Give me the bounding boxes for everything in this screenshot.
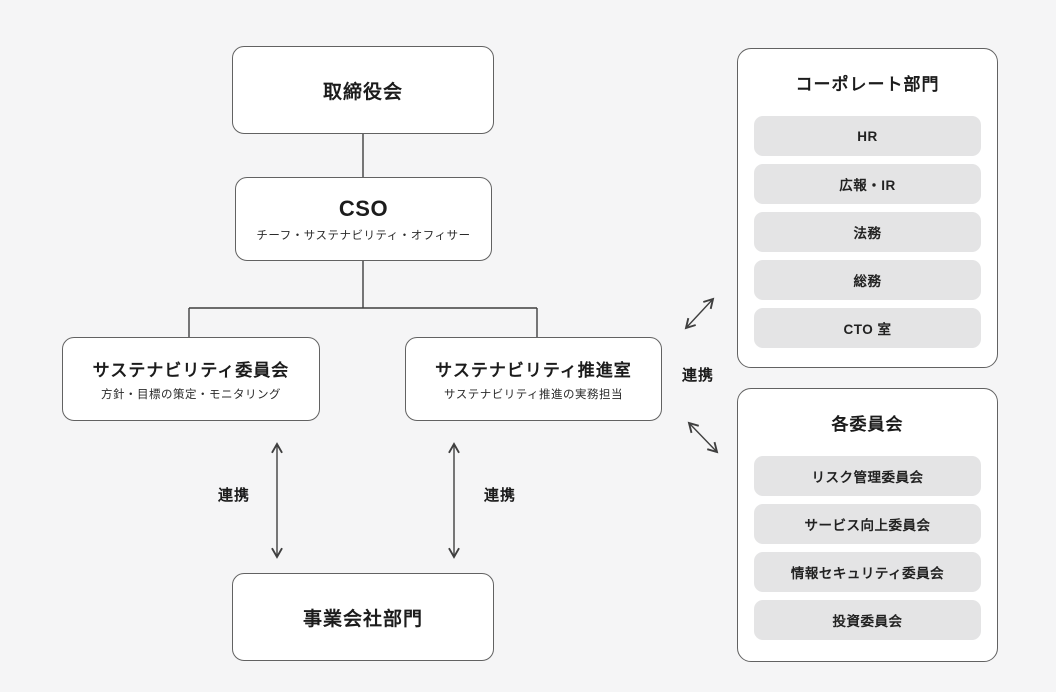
corporate-item-legal: 法務: [754, 212, 981, 252]
committees-panel-title: 各委員会: [831, 415, 904, 434]
link-label-office-side: 連携: [681, 367, 714, 384]
corporate-item-pr-ir: 広報・IR: [754, 164, 981, 204]
link-label-committee-business: 連携: [217, 487, 250, 504]
committee-item-service-improvement: サービス向上委員会: [754, 504, 981, 544]
sustainability-office-box: サステナビリティ推進室 サステナビリティ推進の実務担当: [405, 337, 662, 421]
committee-item-investment: 投資委員会: [754, 600, 981, 640]
board-of-directors-box: 取締役会: [232, 46, 494, 134]
bidirectional-arrow-office-corporate: [684, 297, 715, 330]
business-division-title: 事業会社部門: [302, 608, 423, 630]
corporate-division-panel: コーポレート部門 HR 広報・IR 法務 総務 CTO 室: [737, 48, 998, 368]
committee-item-information-security: 情報セキュリティ委員会: [754, 552, 981, 592]
business-division-box: 事業会社部門: [232, 573, 494, 661]
sustainability-committee-title: サステナビリティ委員会: [92, 361, 290, 380]
committees-panel: 各委員会 リスク管理委員会 サービス向上委員会 情報セキュリティ委員会 投資委員…: [737, 388, 998, 662]
connector-cso-branches: [188, 261, 538, 337]
cso-subtitle: チーフ・サステナビリティ・オフィサー: [256, 229, 471, 242]
cso-box: CSO チーフ・サステナビリティ・オフィサー: [235, 177, 492, 261]
cso-title: CSO: [338, 195, 389, 221]
board-of-directors-title: 取締役会: [322, 81, 403, 103]
corporate-item-hr: HR: [754, 116, 981, 156]
bidirectional-arrow-office-committees: [687, 421, 719, 454]
sustainability-committee-subtitle: 方針・目標の策定・モニタリング: [101, 389, 281, 401]
sustainability-office-subtitle: サステナビリティ推進の実務担当: [443, 389, 624, 401]
corporate-item-general-affairs: 総務: [754, 260, 981, 300]
committee-item-risk-management: リスク管理委員会: [754, 456, 981, 496]
link-label-office-business: 連携: [483, 487, 516, 504]
sustainability-committee-box: サステナビリティ委員会 方針・目標の策定・モニタリング: [62, 337, 320, 421]
corporate-item-cto-office: CTO 室: [754, 308, 981, 348]
corporate-division-title: コーポレート部門: [795, 75, 940, 94]
sustainability-office-title: サステナビリティ推進室: [435, 361, 632, 380]
